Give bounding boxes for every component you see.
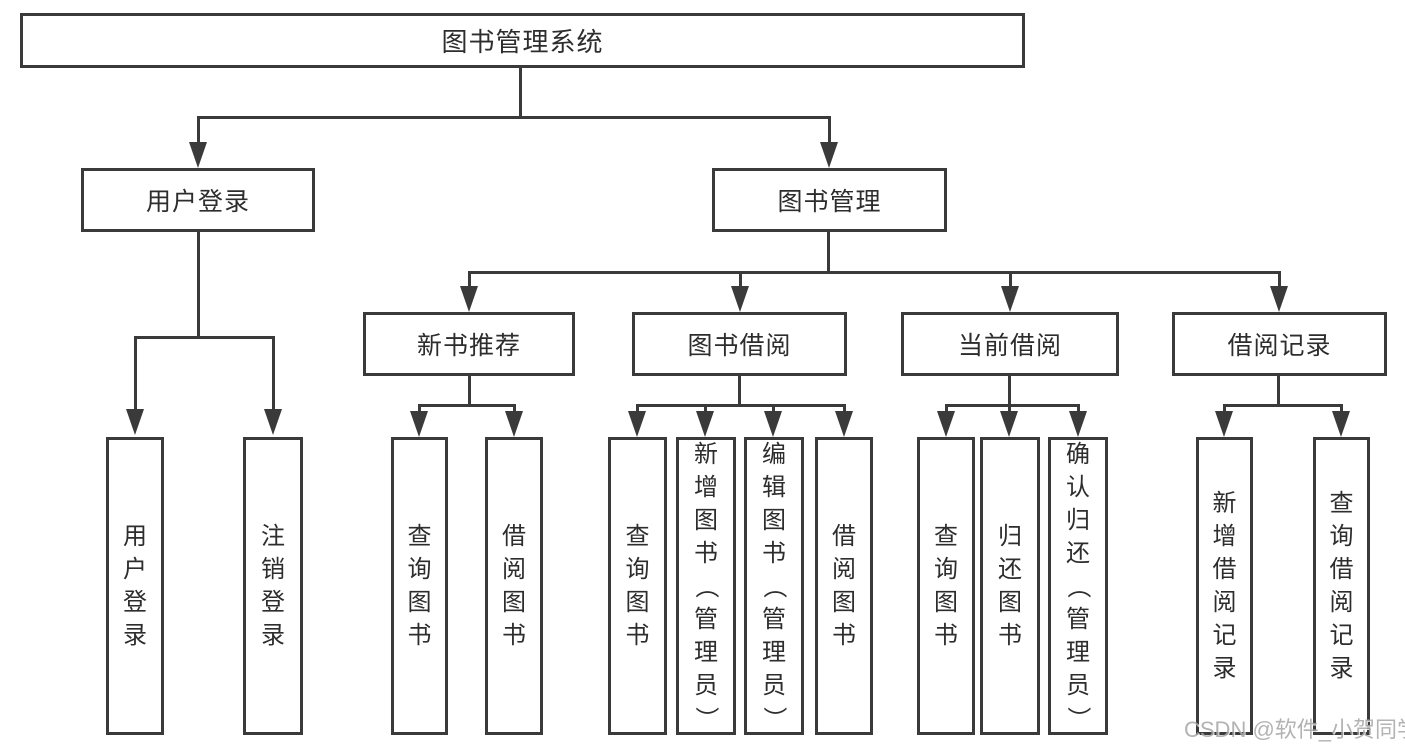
connector-line	[1278, 271, 1281, 291]
arrow-down-icon	[628, 411, 646, 437]
arrow-down-icon	[1001, 286, 1019, 312]
arrow-down-icon	[820, 142, 838, 168]
arrow-down-icon	[835, 411, 853, 437]
node-label: 图书管理	[777, 188, 882, 216]
node-label: 查询图书	[407, 523, 432, 649]
node-label: 编辑图书（管理员）	[760, 440, 788, 731]
node-library-system: 图书管理系统	[20, 13, 1025, 68]
node-current-borrowing: 当前借阅	[901, 312, 1119, 376]
connector-line	[739, 271, 742, 291]
connector-line	[1008, 376, 1011, 407]
arrow-down-icon	[126, 409, 144, 435]
connector-line	[272, 336, 275, 416]
node-label: 查询图书	[625, 523, 650, 649]
node-label: 查询借阅记录	[1329, 490, 1354, 682]
connector-line	[468, 271, 471, 291]
connector-line	[1223, 404, 1343, 407]
connector-line	[945, 404, 1080, 407]
connector-line	[636, 404, 846, 407]
leaf-query-borrow-record: 查询借阅记录	[1313, 437, 1370, 735]
node-book-management: 图书管理	[712, 168, 947, 232]
csdn-watermark: CSDN @软件_小贺同学	[1184, 717, 1405, 742]
node-book-borrowing: 图书借阅	[632, 312, 847, 376]
node-label: 图书管理系统	[441, 27, 604, 57]
arrow-down-icon	[460, 286, 478, 312]
node-label: 确认归还（管理员）	[1064, 440, 1092, 731]
node-label: 新书推荐	[416, 332, 521, 360]
arrow-down-icon	[264, 409, 282, 435]
arrow-down-icon	[189, 142, 207, 168]
leaf-query-books: 查询图书	[917, 437, 975, 735]
node-label: 图书借阅	[687, 332, 792, 360]
connector-line	[1277, 376, 1280, 407]
connector-line	[468, 376, 471, 407]
connector-line	[197, 116, 200, 148]
node-label: 借阅记录	[1227, 332, 1332, 360]
arrow-down-icon	[696, 411, 714, 437]
arrow-down-icon	[937, 411, 955, 437]
connector-line	[1009, 271, 1012, 291]
node-borrowing-records: 借阅记录	[1172, 312, 1387, 376]
arrow-down-icon	[731, 286, 749, 312]
leaf-add-books-admin: 新增图书（管理员）	[676, 437, 736, 735]
arrow-down-icon	[505, 411, 523, 437]
arrow-down-icon	[1270, 286, 1288, 312]
node-label: 归还图书	[998, 523, 1022, 649]
node-label: 查询图书	[934, 523, 958, 649]
connector-line	[197, 232, 200, 339]
connector-line	[738, 376, 741, 407]
leaf-query-books: 查询图书	[391, 437, 448, 735]
node-label: 新增图书（管理员）	[692, 440, 720, 731]
arrow-down-icon	[410, 411, 428, 437]
node-label: 注销登录	[261, 523, 285, 649]
node-label: 借阅图书	[832, 523, 856, 649]
node-label: 当前借阅	[957, 332, 1062, 360]
connector-line	[827, 232, 830, 274]
node-label: 用户登录	[145, 188, 250, 216]
leaf-user-login: 用户登录	[106, 437, 164, 735]
node-new-book-recommend: 新书推荐	[363, 312, 575, 376]
node-label: 用户登录	[123, 523, 147, 649]
connector-line	[134, 336, 137, 416]
arrow-down-icon	[1000, 411, 1018, 437]
connector-line	[468, 271, 1281, 274]
connector-line	[828, 116, 831, 148]
node-user-login: 用户登录	[81, 168, 315, 232]
leaf-borrow-books: 借阅图书	[485, 437, 543, 735]
arrow-down-icon	[1215, 411, 1233, 437]
node-label: 新增借阅记录	[1212, 490, 1237, 682]
leaf-logout: 注销登录	[243, 437, 303, 735]
arrow-down-icon	[764, 411, 782, 437]
leaf-confirm-return-admin: 确认归还（管理员）	[1048, 437, 1108, 735]
leaf-return-books: 归还图书	[980, 437, 1040, 735]
leaf-query-books: 查询图书	[608, 437, 667, 735]
arrow-down-icon	[1332, 411, 1350, 437]
connector-line	[519, 68, 522, 118]
connector-line	[134, 336, 275, 339]
arrow-down-icon	[1069, 411, 1087, 437]
connector-line	[197, 116, 831, 119]
leaf-add-borrow-record: 新增借阅记录	[1196, 437, 1253, 735]
leaf-borrow-books: 借阅图书	[815, 437, 873, 735]
connector-line	[418, 404, 516, 407]
node-label: 借阅图书	[502, 523, 526, 649]
leaf-edit-books-admin: 编辑图书（管理员）	[744, 437, 804, 735]
